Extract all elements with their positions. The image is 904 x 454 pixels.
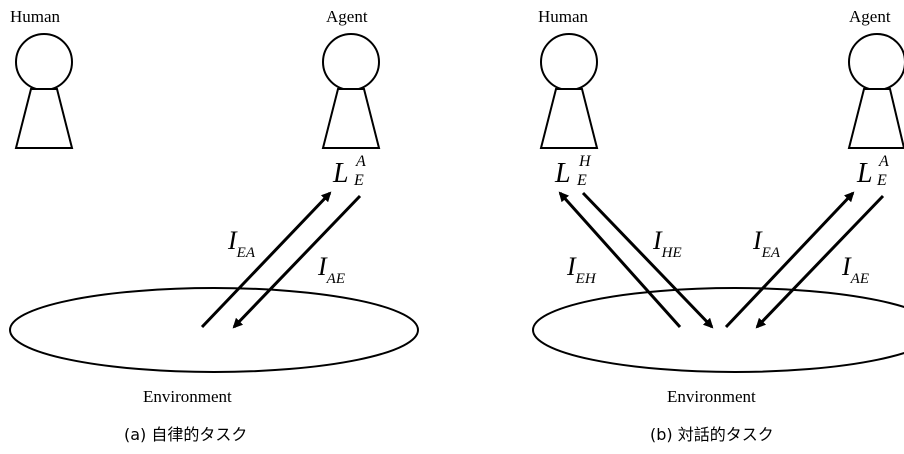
panel-b-agent-label: Agent [849,7,891,26]
panel-a-human-label: Human [10,7,61,26]
panel-b-arrow-ae-label: IAE [842,252,869,287]
panel-a-human-figure [14,33,74,149]
panel-b-arrow-ae [755,194,885,329]
panel-b-human-label: Human [538,7,589,26]
panel-b-arrow-he-label: IHE [653,226,682,261]
panel-a-arrow-ea-label: IEA [228,226,255,261]
panel-a-environment-ellipse [9,287,419,373]
panel-b-arrow-ea-label: IEA [753,226,780,261]
panel-a-caption: (a) 自律的タスク [124,425,248,444]
panel-b-caption: (b) 対話的タスク [650,425,774,444]
panel-a-agent-label: Agent [326,7,368,26]
panel-b-agent-figure [847,33,904,149]
panel-b-arrow-he [581,191,714,329]
panel-b-arrow-eh [558,191,682,329]
panel-b-arrow-eh-label: IEH [567,252,596,287]
panel-b-human-symbol: L H E [555,153,591,189]
panel-a-arrow-ea [200,191,332,329]
panel-b-agent-symbol: L A E [857,153,889,189]
panel-b-human-figure [539,33,599,149]
panel-a-agent-figure [321,33,381,149]
panel-a-arrow-ae [232,194,362,329]
panel-b-environment-ellipse [532,287,904,373]
panel-a-arrow-ae-label: IAE [318,252,345,287]
panel-a-environment-label: Environment [143,387,232,406]
panel-b-arrow-ea [724,191,855,329]
panel-b-environment-label: Environment [667,387,756,406]
panel-a-agent-symbol: L A E [333,153,366,189]
